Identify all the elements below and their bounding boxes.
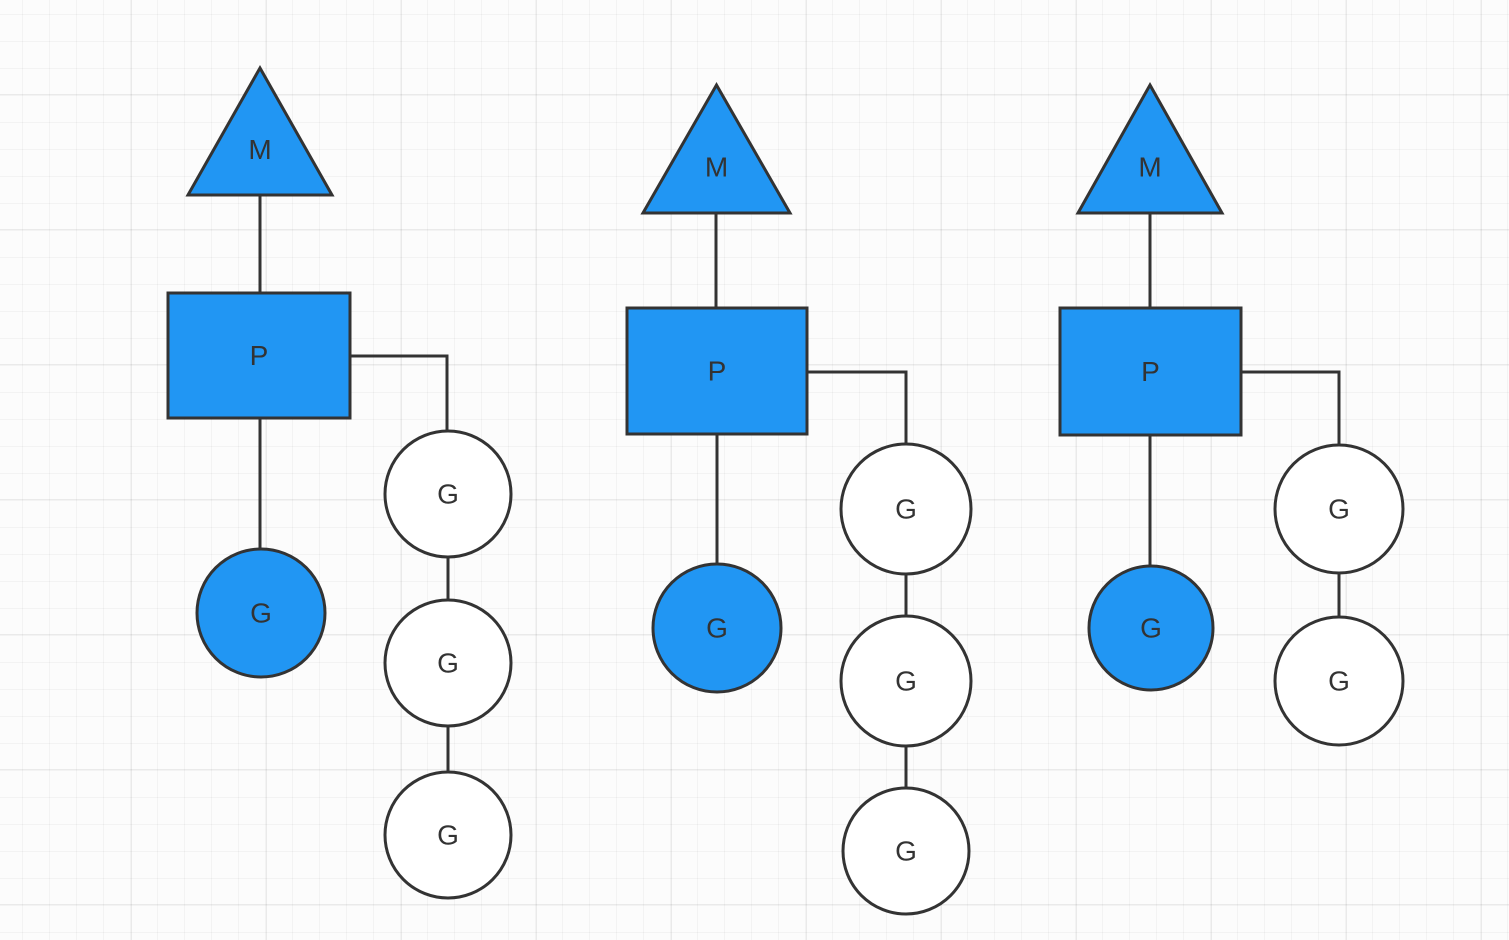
unit3-mother-label: M bbox=[1138, 151, 1161, 182]
unit2-chain-child-1-label: G bbox=[895, 494, 917, 525]
unit3-parent-to-chain-edge[interactable] bbox=[1241, 370, 1341, 445]
unit1-chain-child-3-circle-node[interactable] bbox=[383, 770, 513, 900]
unit1-parent-label: P bbox=[250, 340, 269, 371]
unit3-chain-child-2-label: G bbox=[1328, 666, 1350, 697]
unit2-child-filled-circle-node[interactable] bbox=[651, 562, 783, 694]
unit1-parent-rect-node[interactable] bbox=[166, 291, 352, 420]
unit2-child-filled-label: G bbox=[706, 613, 728, 644]
unit2-chain-child-3-circle-node[interactable] bbox=[841, 786, 971, 916]
unit2-chain-child-2-circle-node[interactable] bbox=[839, 614, 973, 748]
unit2-chain-child-3-label: G bbox=[895, 836, 917, 867]
unit2-chain-child-1-circle-node[interactable] bbox=[839, 442, 973, 576]
unit2-mother-triangle-node[interactable] bbox=[640, 81, 793, 215]
unit1-child-filled-label: G bbox=[250, 598, 272, 629]
unit3-parent-rect-node[interactable] bbox=[1058, 306, 1243, 437]
unit1-parent-to-chain-edge[interactable] bbox=[350, 354, 449, 432]
unit1-mother-triangle-node[interactable] bbox=[185, 64, 335, 197]
unit2-parent-label: P bbox=[708, 356, 727, 387]
unit1-chain-child-2-label: G bbox=[437, 648, 459, 679]
unit3-child-filled-circle-node[interactable] bbox=[1087, 564, 1215, 692]
unit3-parent-label: P bbox=[1141, 356, 1160, 387]
unit3-chain-child-2-circle-node[interactable] bbox=[1273, 615, 1405, 747]
unit3-child-filled-label: G bbox=[1140, 613, 1162, 644]
unit2-mother-label: M bbox=[705, 151, 728, 182]
unit1-chain-child-1-circle-node[interactable] bbox=[383, 429, 513, 559]
unit2-chain-child-2-label: G bbox=[895, 666, 917, 697]
unit1-child-filled-circle-node[interactable] bbox=[195, 547, 327, 679]
unit2-parent-to-chain-edge[interactable] bbox=[807, 370, 908, 444]
unit1-chain-child-2-circle-node[interactable] bbox=[383, 598, 513, 728]
unit1-chain-child-1-label: G bbox=[437, 479, 459, 510]
unit3-chain-child-1-label: G bbox=[1328, 494, 1350, 525]
unit1-chain-child-3-label: G bbox=[437, 820, 459, 851]
unit3-chain-child-1-circle-node[interactable] bbox=[1273, 443, 1405, 575]
unit2-parent-rect-node[interactable] bbox=[625, 306, 809, 436]
unit3-mother-triangle-node[interactable] bbox=[1075, 81, 1225, 215]
unit1-mother-label: M bbox=[248, 134, 271, 165]
